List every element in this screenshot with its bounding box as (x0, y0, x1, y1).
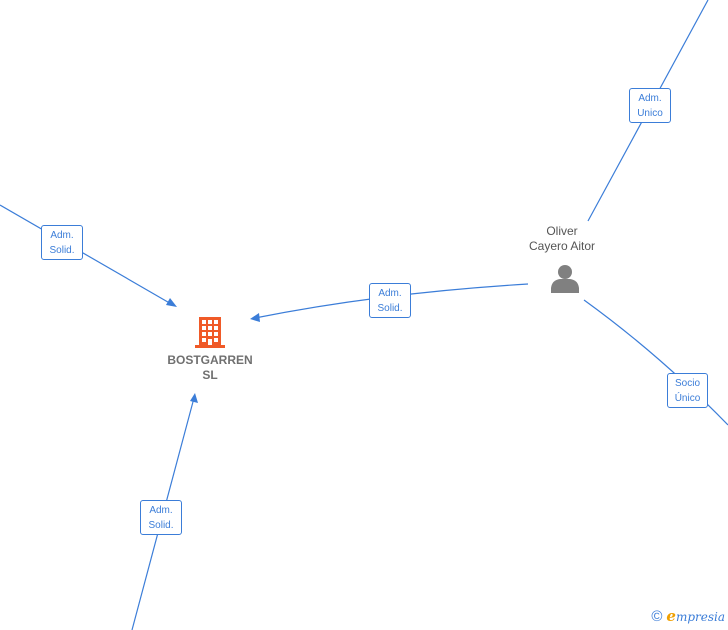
relation-label-line1: Adm. (378, 287, 402, 299)
relation-label-line2: Único (674, 392, 701, 404)
relation-label-line1: Adm. (638, 92, 662, 104)
relation-label-socio-unico[interactable]: Socio Único (667, 373, 708, 408)
edge-person-to-bottom-right (583, 299, 728, 426)
relation-label-adm-unico[interactable]: Adm. Unico (629, 88, 671, 123)
relation-label-line2: Unico (637, 107, 663, 119)
company-name-line2: SL (202, 368, 218, 382)
person-name[interactable]: Oliver Cayero Aitor (512, 224, 612, 254)
person-name-line2: Cayero Aitor (528, 239, 596, 253)
relation-label-adm-solid[interactable]: Adm. Solid. (140, 500, 182, 535)
arrowhead-person-company (250, 313, 260, 322)
relation-label-adm-solid[interactable]: Adm. Solid. (369, 283, 411, 318)
arrowhead-top-left (166, 298, 177, 307)
brand-logo: empresia (666, 607, 725, 625)
person-name-line1: Oliver (546, 224, 578, 238)
relation-label-line1: Adm. (50, 229, 74, 241)
relation-label-line1: Adm. (149, 504, 173, 516)
relation-label-line2: Solid. (148, 519, 174, 531)
person-icon[interactable] (550, 263, 580, 298)
relation-label-line2: Solid. (377, 302, 403, 314)
relation-label-adm-solid[interactable]: Adm. Solid. (41, 225, 83, 260)
building-icon[interactable] (195, 315, 227, 354)
watermark: © empresia (651, 607, 725, 625)
relation-label-line1: Socio (674, 377, 700, 389)
edge-top-left-to-company (0, 204, 174, 306)
copyright-symbol: © (651, 607, 663, 625)
company-name[interactable]: BOSTGARREN SL (160, 353, 260, 383)
arrowhead-bottom (190, 393, 198, 403)
company-name-line1: BOSTGARREN (167, 353, 253, 367)
relation-label-line2: Solid. (49, 244, 75, 256)
